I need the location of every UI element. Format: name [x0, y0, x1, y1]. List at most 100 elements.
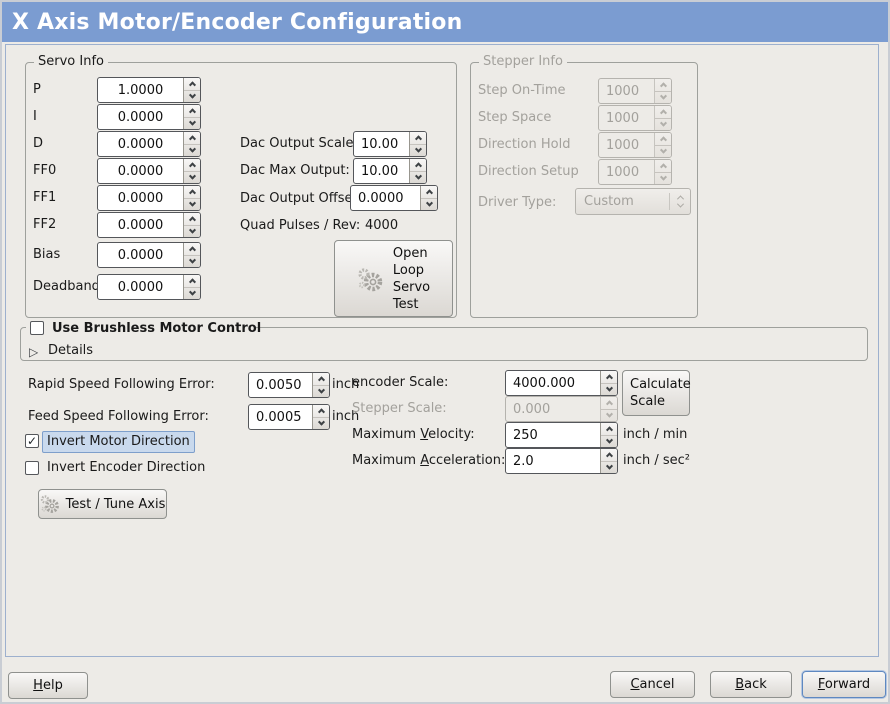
use-brushless-checkbox[interactable] [30, 321, 44, 335]
calculate-scale-button[interactable]: Calculate Scale [622, 370, 691, 416]
spin-up-icon[interactable] [410, 159, 426, 171]
spinner-buttons[interactable] [183, 105, 200, 129]
ff0-spinbox[interactable]: 0.0000 [97, 158, 201, 184]
spin-down-icon[interactable] [421, 197, 437, 211]
invert-motor-checkbox[interactable]: ✓ [25, 434, 39, 448]
spin-up-icon[interactable] [601, 371, 617, 383]
max-velocity-spinbox[interactable]: 250 [505, 422, 618, 448]
d-spinbox[interactable]: 0.0000 [97, 131, 201, 157]
spin-down-icon[interactable] [184, 286, 200, 300]
p-spinbox[interactable]: 1.0000 [97, 77, 201, 103]
i-label: I [33, 109, 37, 124]
spin-down-icon[interactable] [601, 460, 617, 474]
encoder-scale-input[interactable]: 4000.000 [513, 375, 576, 391]
spinner-buttons[interactable] [183, 78, 200, 102]
step-space-spinbox: 1000 [598, 105, 672, 131]
max-velocity-unit: inch / min [623, 427, 688, 442]
deadband-input[interactable]: 0.0000 [117, 279, 164, 295]
details-expander-icon[interactable]: ▷ [29, 345, 39, 359]
spin-down-icon[interactable] [184, 254, 200, 268]
spin-up-icon[interactable] [313, 373, 329, 385]
rapid-following-error-spinbox[interactable]: 0.0050 [248, 372, 330, 398]
spin-up-icon[interactable] [184, 78, 200, 90]
spin-down-icon[interactable] [184, 197, 200, 211]
spin-up-icon[interactable] [184, 186, 200, 198]
spin-up-icon[interactable] [601, 423, 617, 435]
feed-following-error-spinbox[interactable]: 0.0005 [248, 404, 330, 430]
deadband-spinbox[interactable]: 0.0000 [97, 274, 201, 300]
spinner-buttons[interactable] [409, 132, 426, 156]
rapid-following-error-input[interactable]: 0.0050 [256, 377, 302, 393]
help-button-label: Help [33, 678, 63, 693]
spinner-buttons[interactable] [183, 213, 200, 237]
spin-down-icon[interactable] [410, 143, 426, 157]
spin-down-icon[interactable] [184, 143, 200, 157]
spin-up-icon[interactable] [421, 186, 437, 198]
spin-down-icon[interactable] [184, 89, 200, 103]
spin-down-icon[interactable] [601, 382, 617, 396]
spinner-buttons[interactable] [312, 373, 329, 397]
max-acceleration-input[interactable]: 2.0 [513, 453, 534, 469]
spin-up-icon[interactable] [313, 405, 329, 417]
help-button[interactable]: Help [8, 672, 88, 699]
spin-up-icon[interactable] [601, 449, 617, 461]
gears-icon [358, 267, 383, 291]
spin-down-icon[interactable] [184, 224, 200, 238]
back-button[interactable]: Back [710, 671, 792, 698]
dac-output-offset-input[interactable]: 0.0000 [358, 190, 404, 206]
dac-max-output-spinbox[interactable]: 10.00 [353, 158, 427, 184]
dac-output-offset-spinbox[interactable]: 0.0000 [350, 185, 438, 211]
spinner-buttons[interactable] [600, 371, 617, 395]
bias-spinbox[interactable]: 0.0000 [97, 242, 201, 268]
spinner-buttons[interactable] [183, 186, 200, 210]
i-input[interactable]: 0.0000 [117, 109, 164, 125]
spin-up-icon[interactable] [184, 132, 200, 144]
spinner-buttons[interactable] [600, 423, 617, 447]
max-acceleration-spinbox[interactable]: 2.0 [505, 448, 618, 474]
spinner-buttons[interactable] [312, 405, 329, 429]
spinner-buttons[interactable] [183, 243, 200, 267]
spin-down-icon[interactable] [313, 384, 329, 398]
spinner-buttons[interactable] [409, 159, 426, 183]
spin-up-icon[interactable] [184, 243, 200, 255]
spin-up-icon[interactable] [184, 159, 200, 171]
spin-down-icon[interactable] [313, 416, 329, 430]
invert-motor-label[interactable]: Invert Motor Direction [42, 431, 195, 453]
spinner-buttons[interactable] [420, 186, 437, 210]
spinner-buttons[interactable] [183, 275, 200, 299]
encoder-scale-spinbox[interactable]: 4000.000 [505, 370, 618, 396]
spinner-buttons[interactable] [183, 159, 200, 183]
d-input[interactable]: 0.0000 [117, 136, 164, 152]
spin-up-icon [601, 397, 617, 409]
max-velocity-input[interactable]: 250 [513, 427, 538, 443]
ff0-input[interactable]: 0.0000 [117, 163, 164, 179]
spin-down-icon[interactable] [184, 170, 200, 184]
i-spinbox[interactable]: 0.0000 [97, 104, 201, 130]
spin-down-icon[interactable] [184, 116, 200, 130]
test-tune-axis-button[interactable]: Test / Tune Axis [38, 489, 167, 519]
dac-output-scale-spinbox[interactable]: 10.00 [353, 131, 427, 157]
spin-up-icon[interactable] [184, 213, 200, 225]
ff1-input[interactable]: 0.0000 [117, 190, 164, 206]
dac-max-output-input[interactable]: 10.00 [361, 163, 399, 179]
spin-down-icon[interactable] [410, 170, 426, 184]
forward-button[interactable]: Forward [802, 671, 886, 698]
bias-input[interactable]: 0.0000 [117, 247, 164, 263]
cancel-button[interactable]: Cancel [610, 671, 695, 698]
spin-down-icon[interactable] [601, 434, 617, 448]
details-expander-label[interactable]: Details [48, 343, 94, 358]
spin-up-icon[interactable] [184, 105, 200, 117]
open-loop-servo-test-button[interactable]: Open Loop Servo Test [334, 240, 453, 317]
ff1-spinbox[interactable]: 0.0000 [97, 185, 201, 211]
spinner-buttons[interactable] [183, 132, 200, 156]
spin-up-icon[interactable] [184, 275, 200, 287]
invert-encoder-checkbox[interactable] [25, 461, 39, 475]
ff2-input[interactable]: 0.0000 [117, 217, 164, 233]
spin-up-icon[interactable] [410, 132, 426, 144]
spinner-buttons[interactable] [600, 449, 617, 473]
p-input[interactable]: 1.0000 [117, 82, 164, 98]
dac-output-scale-input[interactable]: 10.00 [361, 136, 399, 152]
ff2-spinbox[interactable]: 0.0000 [97, 212, 201, 238]
feed-following-error-input[interactable]: 0.0005 [256, 409, 302, 425]
deadband-label: Deadband [33, 279, 100, 294]
